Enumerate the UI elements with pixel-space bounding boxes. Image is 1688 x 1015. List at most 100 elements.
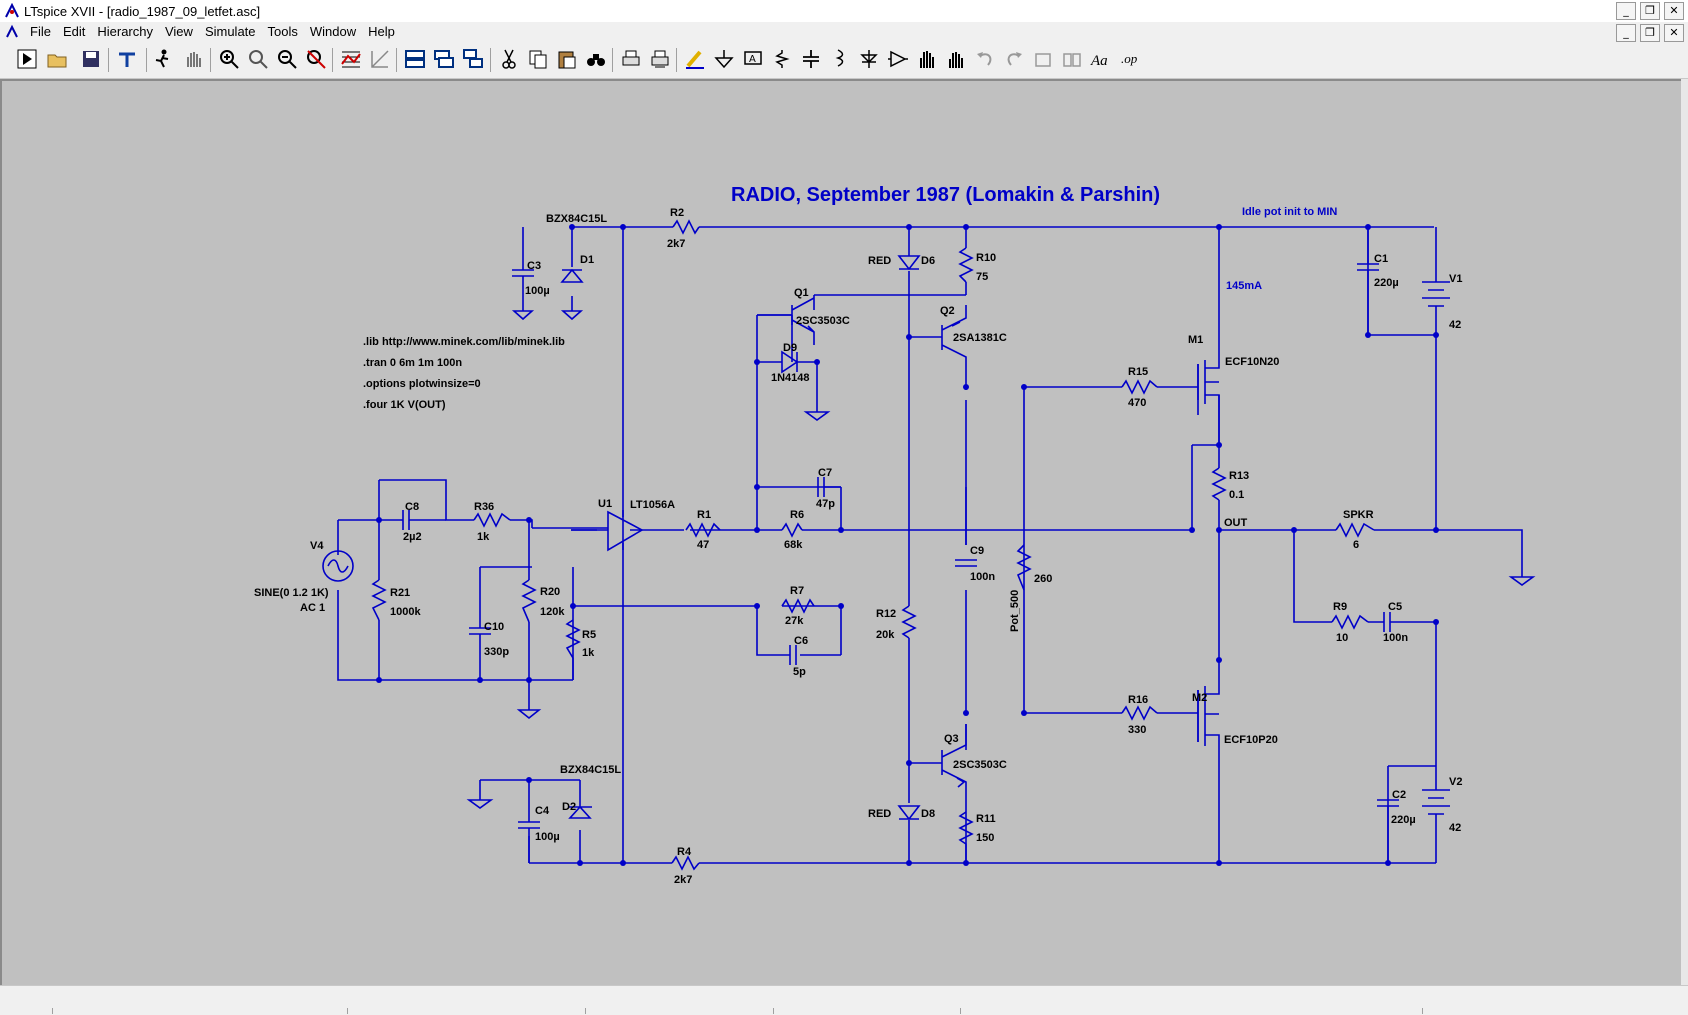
doc-minimize-button[interactable]: _ [1616,24,1636,42]
c9-symbol[interactable] [955,559,977,567]
r6-symbol[interactable] [781,522,803,538]
open-icon[interactable] [44,46,70,72]
c7-symbol[interactable] [817,477,841,497]
minimize-button[interactable]: _ [1616,2,1636,20]
resistor-icon[interactable] [769,46,795,72]
zoom-in-icon[interactable] [216,46,242,72]
undo-icon[interactable] [972,46,998,72]
ground-icon[interactable] [711,46,737,72]
r2-symbol[interactable] [672,219,700,235]
r5-symbol[interactable] [565,619,581,680]
halt-icon[interactable] [150,46,176,72]
c8-symbol[interactable] [379,510,446,530]
r4-symbol[interactable] [671,855,700,871]
m1-symbol[interactable] [1197,330,1220,445]
inductor-icon[interactable] [827,46,853,72]
r10-symbol[interactable] [958,247,974,283]
print-setup-icon[interactable] [647,46,673,72]
document-icon[interactable] [4,24,20,40]
redo-icon[interactable] [1001,46,1027,72]
c1-symbol[interactable] [1357,227,1379,335]
label-net-icon[interactable]: A [740,46,766,72]
d2-symbol[interactable] [568,805,592,819]
spkr-symbol[interactable] [1335,522,1375,538]
paste-icon[interactable] [554,46,580,72]
drag-icon[interactable] [943,46,969,72]
d8-symbol[interactable] [897,805,921,821]
c10-symbol[interactable] [469,566,532,645]
q3-symbol[interactable] [909,724,967,812]
capacitor-icon[interactable] [798,46,824,72]
cut-icon[interactable] [496,46,522,72]
d1-symbol[interactable] [560,268,584,321]
tile-vertical-icon[interactable] [431,46,457,72]
control-panel-icon[interactable] [114,46,140,72]
save-icon[interactable] [78,46,104,72]
r36-symbol[interactable] [473,512,511,528]
vertical-scrollbar[interactable] [1681,79,1688,985]
run-icon[interactable] [14,46,40,72]
menu-file[interactable]: File [30,24,51,39]
c4-symbol[interactable] [518,821,540,863]
autorange-icon[interactable] [338,46,364,72]
zoom-out-icon[interactable] [274,46,300,72]
menu-help[interactable]: Help [368,24,395,39]
text-icon[interactable]: Aa [1088,46,1114,72]
draw-wire-icon[interactable] [682,46,708,72]
directive-options[interactable]: .options plotwinsize=0 [363,378,481,390]
grid-icon[interactable] [367,46,393,72]
pot-symbol[interactable] [1016,544,1032,591]
v4-symbol[interactable] [322,550,354,582]
u1-symbol[interactable] [571,510,644,552]
r16-symbol[interactable] [1121,705,1158,721]
doc-restore-button[interactable]: ❐ [1640,24,1660,42]
zoom-fit-icon[interactable] [303,46,329,72]
print-icon[interactable] [618,46,644,72]
c2-symbol[interactable] [1377,765,1436,863]
doc-close-button[interactable]: ✕ [1664,24,1684,42]
menu-tools[interactable]: Tools [267,24,298,39]
c6-symbol[interactable] [789,645,797,665]
q2-symbol[interactable] [932,305,967,380]
diode-icon[interactable] [856,46,882,72]
r21-symbol[interactable] [371,579,387,621]
r7-symbol[interactable] [781,598,815,614]
c3-symbol[interactable] [511,269,535,321]
move-icon[interactable] [914,46,940,72]
restore-button[interactable]: ❐ [1640,2,1660,20]
directive-four[interactable]: .four 1K V(OUT) [363,399,446,411]
pan-icon[interactable] [180,46,206,72]
q1-symbol[interactable] [757,297,815,345]
cascade-icon[interactable] [460,46,486,72]
d9-symbol[interactable] [781,350,799,374]
c5-symbol[interactable] [1383,612,1406,632]
r1-symbol[interactable] [685,522,721,538]
ltspice-app-icon[interactable] [4,3,20,19]
directive-tran[interactable]: .tran 0 6m 1m 100n [363,357,462,369]
d6-symbol[interactable] [897,255,921,271]
menu-edit[interactable]: Edit [62,24,86,39]
component-icon[interactable] [885,46,911,72]
find-icon[interactable] [583,46,609,72]
schematic-canvas[interactable]: RADIO, September 1987 (Lomakin & Parshin… [0,79,1681,985]
r9-symbol[interactable] [1331,614,1369,630]
r15-symbol[interactable] [1121,379,1158,395]
menu-view[interactable]: View [164,24,193,39]
r11-symbol[interactable] [958,811,974,863]
r12-symbol[interactable] [901,605,917,639]
r20-symbol[interactable] [521,579,537,623]
v2-symbol[interactable] [1422,776,1450,832]
schematic-drawing[interactable]: RADIO, September 1987 (Lomakin & Parshin… [2,81,1681,985]
r13-symbol[interactable] [1211,467,1227,501]
zoom-area-icon[interactable] [245,46,271,72]
tile-horizontal-icon[interactable] [402,46,428,72]
m2-symbol[interactable] [1197,660,1220,746]
copy-icon[interactable] [525,46,551,72]
rotate-icon[interactable] [1030,46,1056,72]
menu-window[interactable]: Window [309,24,357,39]
mirror-icon[interactable] [1059,46,1085,72]
close-button[interactable]: ✕ [1664,2,1684,20]
directive-lib[interactable]: .lib http://www.minek.com/lib/minek.lib [363,336,565,348]
menu-hierarchy[interactable]: Hierarchy [97,24,153,39]
v1-symbol[interactable] [1422,260,1450,316]
